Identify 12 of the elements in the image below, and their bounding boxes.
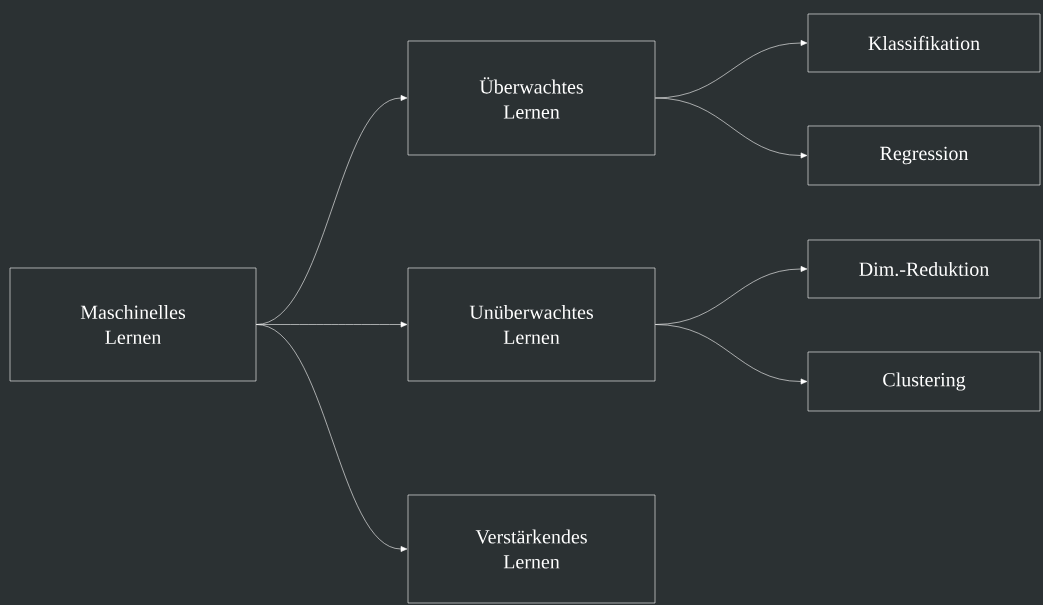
process-box: Maschinelles Lernen bbox=[9, 267, 257, 382]
process-box: Regression bbox=[807, 125, 1041, 186]
arrow bbox=[655, 40, 808, 99]
process-box: Überwachtes Lernen bbox=[407, 40, 656, 156]
arrow bbox=[655, 324, 808, 385]
process-box: Clustering bbox=[807, 351, 1041, 412]
process-box: Klassifikation bbox=[807, 13, 1041, 73]
process-box: Verstärkendes Lernen bbox=[407, 494, 656, 604]
arrow bbox=[256, 324, 408, 552]
process-box: Dim.-Reduktion bbox=[807, 239, 1041, 299]
process-box: Unüberwachtes Lernen bbox=[407, 267, 656, 382]
arrow bbox=[655, 97, 808, 159]
